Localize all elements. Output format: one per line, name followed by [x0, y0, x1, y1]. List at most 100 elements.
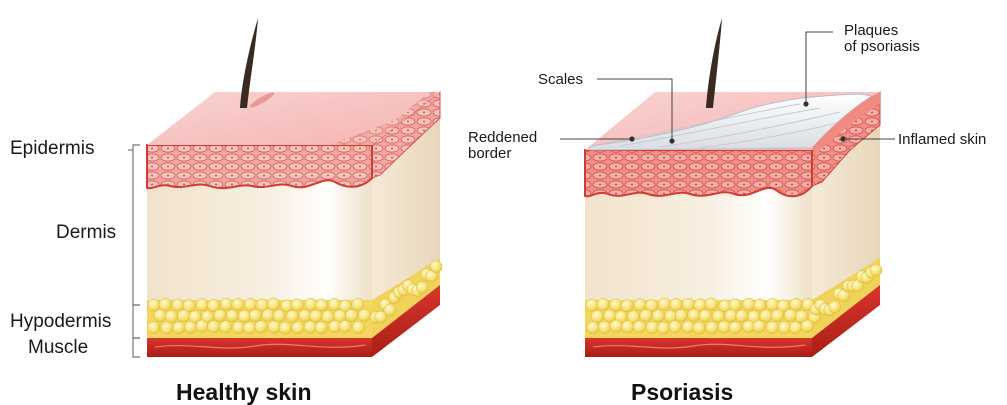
fat-globule [610, 320, 622, 332]
fat-globule [657, 322, 669, 334]
layer-bracket [128, 145, 140, 357]
fat-globule [587, 322, 599, 334]
fat-globule [754, 299, 766, 311]
psoriasis-dermis [585, 185, 812, 305]
label-muscle: Muscle [28, 337, 88, 358]
fat-globule [339, 320, 351, 332]
fat-globule [675, 309, 687, 321]
label-plaques-line2: of psoriasis [844, 38, 920, 55]
fat-globule [154, 309, 166, 321]
fat-globule [384, 304, 396, 316]
fat-globule [165, 310, 177, 322]
fat-globule [743, 298, 755, 310]
fat-globule [789, 321, 801, 333]
fat-globule [621, 321, 633, 333]
title-healthy-skin: Healthy skin [176, 379, 312, 405]
healthy-dermis [147, 175, 372, 305]
fat-globule [232, 298, 244, 310]
fat-globule [291, 299, 303, 311]
fat-globule [646, 321, 658, 333]
fat-globule [591, 310, 603, 322]
fat-globule [725, 309, 737, 321]
label-reddened-line1: Reddened [468, 129, 537, 146]
fat-globule [712, 310, 724, 322]
fat-globule [688, 309, 700, 321]
fat-globule [870, 264, 882, 276]
fat-globule [244, 298, 256, 310]
label-epidermis: Epidermis [10, 138, 94, 159]
fat-globule [621, 300, 633, 312]
fat-globule [634, 299, 646, 311]
fat-globule [766, 321, 778, 333]
fat-globule [652, 310, 664, 322]
fat-globule [214, 309, 226, 321]
healthy-skin-block [147, 18, 442, 357]
fat-globule [219, 321, 231, 333]
fat-globule [207, 321, 219, 333]
fat-globule [778, 322, 790, 334]
fat-globule [352, 321, 364, 333]
fat-globule [345, 309, 357, 321]
fat-globule [640, 309, 652, 321]
fat-globule [598, 321, 610, 333]
fat-globule [597, 298, 609, 310]
fat-globule [305, 298, 317, 310]
fat-globule [828, 301, 840, 313]
healthy-epidermis [147, 145, 372, 188]
fat-globule [358, 309, 370, 321]
fat-globule [279, 322, 291, 334]
fat-globule [586, 299, 598, 311]
fat-globule [196, 299, 208, 311]
label-reddened-line2: border [468, 145, 511, 162]
psoriasis-epidermis [585, 150, 812, 196]
fat-globule [352, 298, 364, 310]
fat-globule [255, 321, 267, 333]
fat-globule [262, 309, 274, 321]
fat-globule [286, 310, 298, 322]
fat-globule [173, 322, 185, 334]
label-hypodermis: Hypodermis [10, 311, 111, 332]
fat-globule [670, 298, 682, 310]
fat-globule [682, 298, 694, 310]
fat-globule [784, 309, 796, 321]
fat-globule [766, 298, 778, 310]
fat-globule [610, 299, 622, 311]
fat-globule [267, 298, 279, 310]
fat-globule [430, 261, 442, 273]
label-inflamed-skin: Inflamed skin [898, 131, 986, 148]
fat-globule [249, 309, 261, 321]
fat-globule [801, 320, 813, 332]
fat-globule [232, 321, 244, 333]
fat-globule [729, 321, 741, 333]
fat-globule [292, 322, 304, 334]
fat-globule [273, 310, 285, 322]
fat-globule [243, 322, 255, 334]
fat-globule [220, 298, 232, 310]
fat-globule [760, 310, 772, 322]
fat-globule [196, 320, 208, 332]
fat-globule [159, 298, 171, 310]
fat-globule [315, 321, 327, 333]
fat-globule [316, 299, 328, 311]
fat-globule [718, 321, 730, 333]
fat-globule [238, 310, 250, 322]
fat-globule [705, 298, 717, 310]
fat-globule [310, 310, 322, 322]
fat-globule [699, 310, 711, 322]
fat-globule [328, 298, 340, 310]
title-psoriasis: Psoriasis [631, 379, 733, 405]
fat-globule [304, 321, 316, 333]
fat-globule [771, 309, 783, 321]
fat-globule [268, 321, 280, 333]
fat-globule [669, 321, 681, 333]
fat-globule [416, 281, 428, 293]
fat-globule [790, 298, 802, 310]
fat-globule [682, 321, 694, 333]
fat-globule [299, 309, 311, 321]
fat-globule [706, 322, 718, 334]
fat-globule [161, 322, 173, 334]
fat-globule [658, 298, 670, 310]
fat-globule [736, 310, 748, 322]
fat-globule [753, 320, 765, 332]
